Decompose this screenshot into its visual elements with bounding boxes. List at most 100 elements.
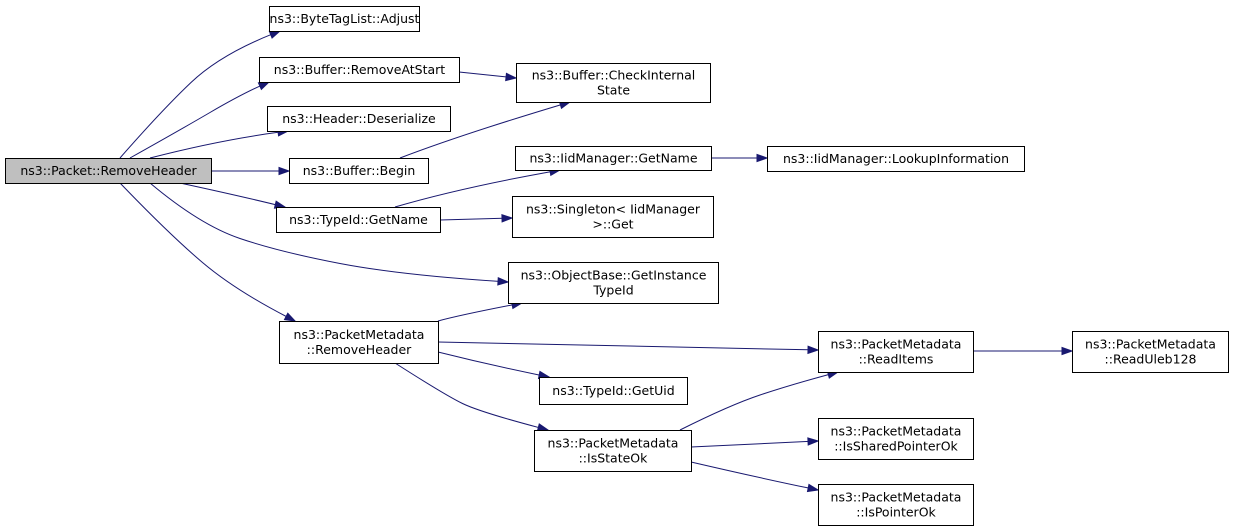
edge-line <box>437 304 514 322</box>
node-box <box>818 331 974 373</box>
node-box <box>516 63 711 103</box>
node-box <box>289 158 429 184</box>
node-label: ::IsSharedPointerOk <box>834 439 958 454</box>
node-bytetaglist-adjust[interactable]: ns3::ByteTagList::Adjust <box>269 6 420 32</box>
node-packetmetadata-readuleb128[interactable]: ns3::PacketMetadata::ReadUleb128 <box>1072 331 1229 373</box>
node-singleton-get[interactable]: ns3::Singleton< IidManager >::Get <box>512 196 714 238</box>
node-packetmetadata-readitems[interactable]: ns3::PacketMetadata::ReadItems <box>818 331 974 373</box>
edge-packet_removeheader-to-packetmetadata_removeheader <box>119 182 297 322</box>
edge-line <box>458 71 508 78</box>
node-label: ns3::TypeId::GetUid <box>552 383 674 398</box>
node-label: ::ReadItems <box>859 352 934 367</box>
edges-layer <box>119 30 1074 493</box>
edge-arrowhead <box>806 483 820 493</box>
node-box <box>5 158 212 184</box>
node-label: ns3::IidManager::LookupInformation <box>783 151 1009 166</box>
edge-line <box>149 182 500 282</box>
node-label: ::IsStateOk <box>579 451 649 466</box>
node-box <box>515 146 712 171</box>
node-label: ns3::ObjectBase::GetInstance <box>521 268 707 283</box>
edge-arrowhead <box>268 30 282 39</box>
node-box <box>534 430 692 472</box>
node-label: ns3::PacketMetadata <box>831 424 962 439</box>
edge-line <box>399 104 562 159</box>
edge-arrowhead <box>536 423 550 432</box>
node-box <box>767 146 1025 172</box>
edge-line <box>119 182 288 318</box>
edge-arrowhead <box>501 213 514 223</box>
node-label: ::IsPointerOk <box>856 505 936 520</box>
node-box <box>539 377 688 405</box>
edge-line <box>394 171 552 208</box>
node-box <box>818 418 974 460</box>
node-label: ns3::PacketMetadata <box>294 327 425 342</box>
edge-arrowhead <box>257 81 271 91</box>
edge-packet_removeheader-to-typeid_getname <box>179 182 287 209</box>
node-label: ns3::ByteTagList::Adjust <box>270 11 420 26</box>
node-label: ns3::PacketMetadata <box>548 436 679 451</box>
node-iidmanager-lookupinformation[interactable]: ns3::IidManager::LookupInformation <box>767 146 1025 172</box>
node-header-deserialize[interactable]: ns3::Header::Deserialize <box>267 106 451 132</box>
edge-packetmetadata_isstateok-to-packetmetadata_readitems <box>679 370 840 431</box>
node-typeid-getname[interactable]: ns3::TypeId::GetName <box>276 207 441 233</box>
node-label: ns3::Packet::RemoveHeader <box>20 163 197 178</box>
node-box <box>1072 331 1229 373</box>
node-label: ns3::TypeId::GetName <box>289 212 428 227</box>
edge-line <box>437 351 541 376</box>
edge-packetmetadata_removeheader-to-objectbase_getinstancetypeid <box>437 300 524 322</box>
node-box <box>276 207 441 233</box>
edge-line <box>119 33 272 159</box>
node-box <box>267 106 451 132</box>
edge-packetmetadata_removeheader-to-packetmetadata_readitems <box>437 341 820 355</box>
node-label: ns3::PacketMetadata <box>1085 337 1216 352</box>
nodes-layer: ns3::Packet::RemoveHeader ns3::ByteTagLis… <box>5 6 1229 526</box>
edge-line <box>690 461 810 489</box>
node-packetmetadata-ispointerok[interactable]: ns3::PacketMetadata::IsPointerOk <box>818 484 974 526</box>
node-label: ns3::IidManager::GetName <box>529 151 697 166</box>
node-label: ::RemoveHeader <box>307 342 413 357</box>
node-packet-removeheader[interactable]: ns3::Packet::RemoveHeader <box>5 158 212 184</box>
edge-iidmanager_getname-to-iidmanager_lookupinformation <box>711 153 769 163</box>
edge-line <box>437 341 810 351</box>
node-label: State <box>597 83 630 98</box>
edge-line <box>439 217 504 221</box>
edge-buffer_removeatstart-to-buffer_checkinternalstate <box>458 71 518 82</box>
edge-line <box>690 440 810 448</box>
edge-packet_removeheader-to-objectbase_getinstancetypeid <box>149 182 510 286</box>
node-label: ::ReadUleb128 <box>1105 352 1197 367</box>
node-packetmetadata-issharedpointerok[interactable]: ns3::PacketMetadata::IsSharedPointerOk <box>818 418 974 460</box>
edge-line <box>679 373 830 431</box>
node-label: ns3::Header::Deserialize <box>282 111 436 126</box>
edge-packetmetadata_isstateok-to-packetmetadata_ispointerok <box>690 461 820 493</box>
node-box <box>508 262 719 304</box>
node-typeid-getuid[interactable]: ns3::TypeId::GetUid <box>539 377 688 405</box>
edge-arrowhead <box>505 72 518 82</box>
node-box <box>818 484 974 526</box>
node-label: ns3::Buffer::CheckInternal <box>532 68 696 83</box>
node-packetmetadata-removeheader[interactable]: ns3::PacketMetadata::RemoveHeader <box>279 321 439 364</box>
node-label: ns3::Buffer::RemoveAtStart <box>274 62 446 77</box>
edge-packet_removeheader-to-bytetaglist_adjust <box>119 30 282 159</box>
node-box <box>259 57 460 83</box>
node-buffer-removeatstart[interactable]: ns3::Buffer::RemoveAtStart <box>259 57 460 83</box>
edge-line <box>179 182 277 206</box>
node-packetmetadata-isstateok[interactable]: ns3::PacketMetadata::IsStateOk <box>534 430 692 472</box>
edge-arrowhead <box>497 277 510 286</box>
node-label: ns3::Singleton< IidManager <box>526 202 701 217</box>
edge-packet_removeheader-to-header_deserialize <box>149 128 290 159</box>
node-iidmanager-getname[interactable]: ns3::IidManager::GetName <box>515 146 712 171</box>
edge-line <box>129 85 261 159</box>
edge-arrowhead <box>807 437 820 446</box>
node-label: >::Get <box>592 217 633 232</box>
node-box <box>269 6 420 32</box>
edge-packetmetadata_removeheader-to-packetmetadata_isstateok <box>394 362 550 432</box>
node-label: ns3::PacketMetadata <box>831 490 962 505</box>
node-box <box>279 321 439 364</box>
node-box <box>512 196 714 238</box>
node-buffer-begin[interactable]: ns3::Buffer::Begin <box>289 158 429 184</box>
node-label: ns3::PacketMetadata <box>831 337 962 352</box>
edge-line <box>149 131 280 159</box>
